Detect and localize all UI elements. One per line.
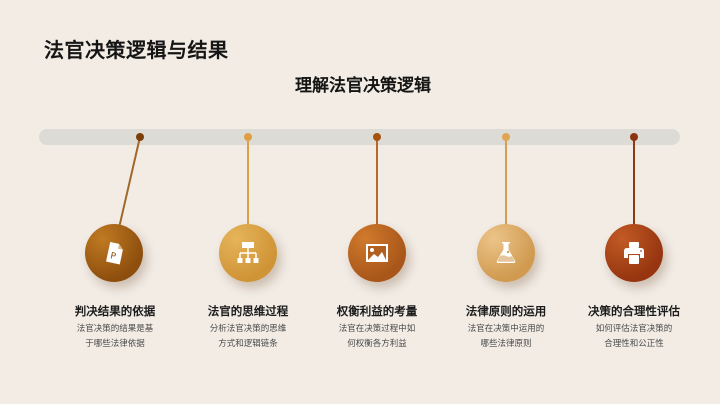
timeline-stem-4 bbox=[505, 137, 507, 225]
timeline-node-1: P bbox=[85, 224, 143, 282]
document-p-icon: P bbox=[106, 241, 123, 265]
timeline-label-4: 法律原则的运用 bbox=[465, 304, 547, 318]
timeline-node-3 bbox=[348, 224, 406, 282]
timeline-dot-5 bbox=[630, 133, 638, 141]
timeline-desc-2: 分析法官决策的思维 方式和逻辑链条 bbox=[209, 324, 287, 349]
timeline-stem-1 bbox=[118, 136, 141, 225]
timeline-dot-2 bbox=[244, 133, 252, 141]
timeline-dot-1 bbox=[136, 133, 144, 141]
timeline-desc-5: 如何评估法官决策的 合理性和公正性 bbox=[595, 324, 673, 349]
org-chart-icon bbox=[237, 242, 259, 263]
timeline-stem-3 bbox=[376, 137, 378, 225]
timeline-node-5 bbox=[605, 224, 663, 282]
image-icon bbox=[366, 244, 388, 262]
slide-subtitle: 理解法官决策逻辑 bbox=[295, 76, 431, 96]
flask-icon bbox=[496, 242, 516, 263]
timeline-node-2 bbox=[219, 224, 277, 282]
timeline-label-5: 决策的合理性评估 bbox=[588, 304, 680, 318]
timeline-node-4 bbox=[477, 224, 535, 282]
timeline-desc-1: 法官决策的结果是基 于哪些法律依据 bbox=[76, 324, 154, 349]
timeline-desc-4: 法官在决策中运用的 哪些法律原则 bbox=[467, 324, 545, 349]
timeline-track bbox=[39, 129, 680, 145]
timeline-dot-4 bbox=[502, 133, 510, 141]
slide-title: 法官决策逻辑与结果 bbox=[44, 38, 229, 62]
timeline-stem-2 bbox=[247, 137, 249, 225]
svg-text:P: P bbox=[109, 251, 117, 262]
timeline-label-2: 法官的思维过程 bbox=[207, 304, 289, 318]
timeline-dot-3 bbox=[373, 133, 381, 141]
timeline-desc-3: 法官在决策过程中如 何权衡各方利益 bbox=[338, 324, 416, 349]
timeline-label-3: 权衡利益的考量 bbox=[336, 304, 418, 318]
printer-icon bbox=[624, 242, 644, 264]
timeline-label-1: 判决结果的依据 bbox=[74, 304, 156, 318]
timeline-stem-5 bbox=[633, 137, 635, 225]
